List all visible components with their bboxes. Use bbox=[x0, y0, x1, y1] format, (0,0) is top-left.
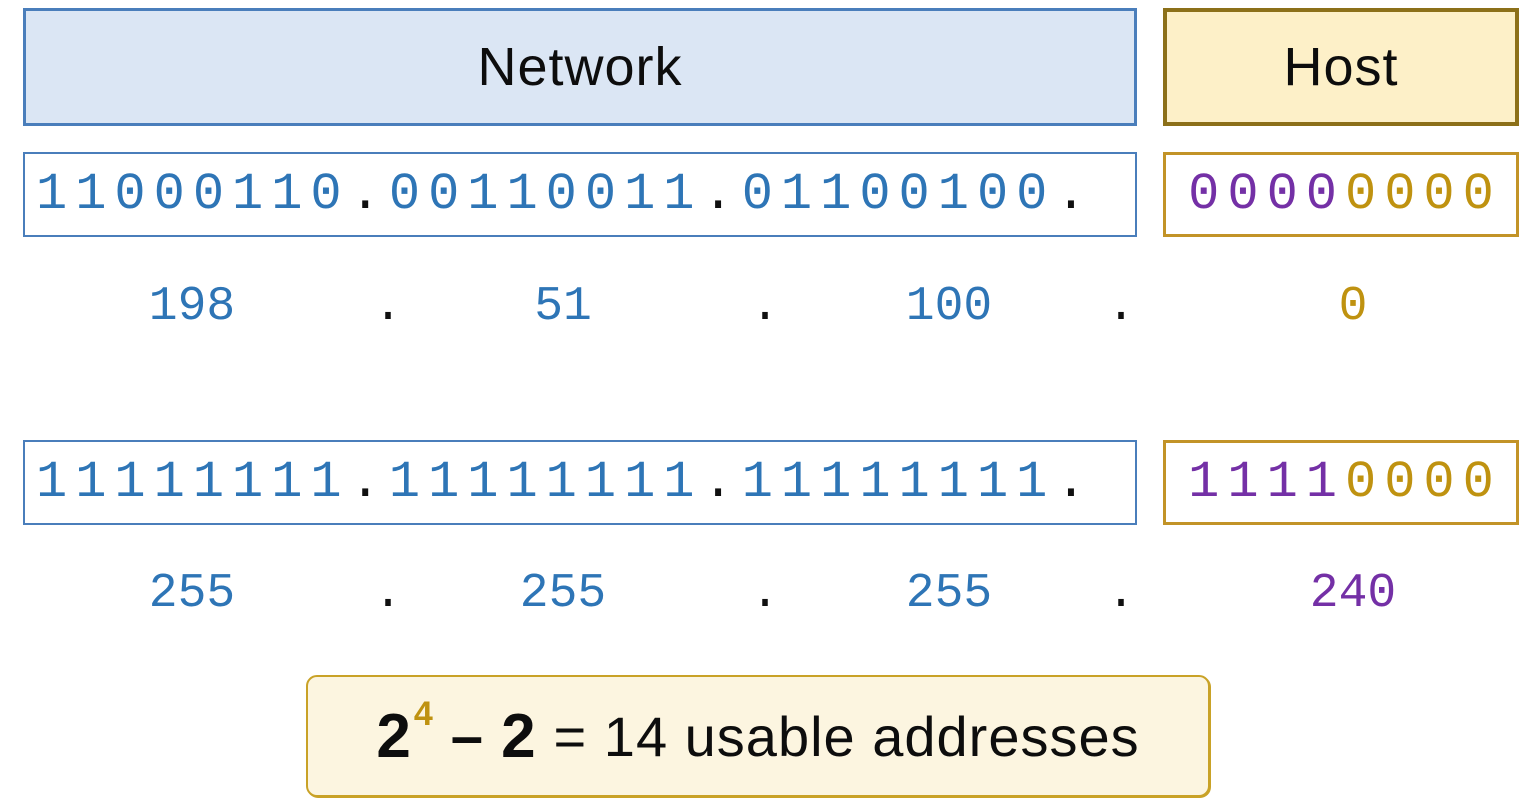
octet-separator-dot: . bbox=[702, 164, 742, 224]
ip-decimal-host-octet: 0 bbox=[1338, 280, 1368, 334]
octet-separator-dot: . bbox=[750, 567, 780, 621]
ip-decimal-octet-2: 51 bbox=[534, 280, 592, 334]
ip-binary-octet-3: 01100100 bbox=[741, 164, 1056, 224]
octet-separator-dot: . bbox=[1106, 567, 1136, 621]
ip-decimal-octet-3: 100 bbox=[905, 280, 993, 334]
octet-separator-dot: . bbox=[373, 567, 403, 621]
formula-result-text: = 14 usable addresses bbox=[553, 704, 1140, 768]
octet-separator-dot: . bbox=[349, 164, 389, 224]
ip-binary-network-box: 11000110.00110011.01100100. bbox=[23, 152, 1137, 237]
mask-subnet-bits: 1111 bbox=[1188, 452, 1345, 512]
octet-separator-dot: . bbox=[1106, 280, 1136, 334]
octet-separator-dot: . bbox=[349, 452, 389, 512]
host-header-label: Host bbox=[1283, 37, 1399, 97]
ip-subnet-bits: 0000 bbox=[1188, 164, 1345, 224]
mask-decimal-octet-2: 255 bbox=[519, 567, 607, 621]
mask-decimal-host-octet: 240 bbox=[1309, 567, 1397, 621]
ip-binary-octet-2: 00110011 bbox=[388, 164, 703, 224]
mask-decimal-octet-1: 255 bbox=[148, 567, 236, 621]
mask-binary-octet-1: 11111111 bbox=[36, 452, 350, 512]
ip-decimal-octet-1: 198 bbox=[148, 280, 236, 334]
formula-minus-operator: – bbox=[450, 703, 484, 769]
mask-decimal-octet-3: 255 bbox=[905, 567, 993, 621]
ip-decimal-row: 198 . 51 . 100 . 0 bbox=[0, 277, 1536, 337]
octet-separator-dot: . bbox=[1055, 452, 1095, 512]
octet-separator-dot: . bbox=[750, 280, 780, 334]
host-header-box: Host bbox=[1163, 8, 1519, 126]
mask-host-bits: 0000 bbox=[1345, 452, 1502, 512]
usable-addresses-formula-box: 2 4 – 2 = 14 usable addresses bbox=[306, 675, 1210, 797]
formula-subtrahend: 2 bbox=[501, 701, 536, 771]
mask-decimal-row: 255 . 255 . 255 . 240 bbox=[0, 564, 1536, 624]
formula-exponent: 4 bbox=[413, 694, 433, 733]
mask-binary-network-box: 11111111.11111111.11111111. bbox=[23, 440, 1137, 525]
octet-separator-dot: . bbox=[702, 452, 742, 512]
octet-separator-dot: . bbox=[1055, 164, 1095, 224]
mask-binary-octet-2: 11111111 bbox=[388, 452, 703, 512]
mask-binary-octet-3: 11111111 bbox=[741, 452, 1056, 512]
formula-base: 2 bbox=[376, 701, 411, 771]
network-header-box: Network bbox=[23, 8, 1137, 126]
ip-binary-octet-1: 11000110 bbox=[36, 164, 350, 224]
octet-separator-dot: . bbox=[373, 280, 403, 334]
network-header-label: Network bbox=[477, 37, 683, 97]
ip-host-bits: 0000 bbox=[1345, 164, 1502, 224]
